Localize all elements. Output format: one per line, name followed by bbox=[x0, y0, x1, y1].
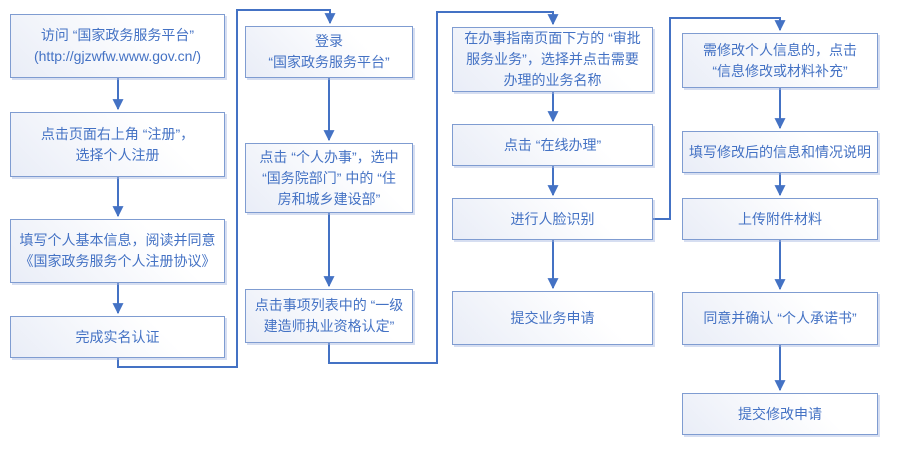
flow-step-submit-modification-application: 提交修改申请 bbox=[682, 393, 878, 435]
flow-step-select-approval-service: 在办事指南页面下方的 “审批 服务业务”，选择并点击需要 办理的业务名称 bbox=[452, 27, 653, 92]
flow-step-complete-real-name-auth: 完成实名认证 bbox=[10, 316, 225, 358]
flow-step-upload-attachments: 上传附件材料 bbox=[682, 198, 878, 240]
flow-step-login-platform: 登录 “国家政务服务平台” bbox=[245, 26, 413, 78]
flow-step-confirm-personal-commitment: 同意并确认 “个人承诺书” bbox=[682, 292, 878, 345]
flow-step-fill-modified-info: 填写修改后的信息和情况说明 bbox=[682, 131, 878, 173]
flow-step-visit-platform: 访问 “国家政务服务平台” (http://gjzwfw.www.gov.cn/… bbox=[10, 14, 225, 78]
flow-step-click-modify-info: 需修改个人信息的，点击 “信息修改或材料补充” bbox=[682, 33, 878, 88]
flow-step-click-item-list: 点击事项列表中的 “一级 建造师执业资格认定” bbox=[245, 289, 413, 343]
flow-step-face-recognition: 进行人脸识别 bbox=[452, 198, 653, 240]
flow-step-submit-business-application: 提交业务申请 bbox=[452, 291, 653, 345]
flow-step-fill-basic-info: 填写个人基本信息，阅读并同意 《国家政务服务个人注册协议》 bbox=[10, 219, 225, 283]
flow-step-click-register: 点击页面右上角 “注册”， 选择个人注册 bbox=[10, 112, 225, 177]
flow-step-click-personal-affairs: 点击 “个人办事”，选中 “国务院部门” 中的 “住 房和城乡建设部” bbox=[245, 143, 413, 213]
flow-step-click-online-handle: 点击 “在线办理” bbox=[452, 124, 653, 166]
